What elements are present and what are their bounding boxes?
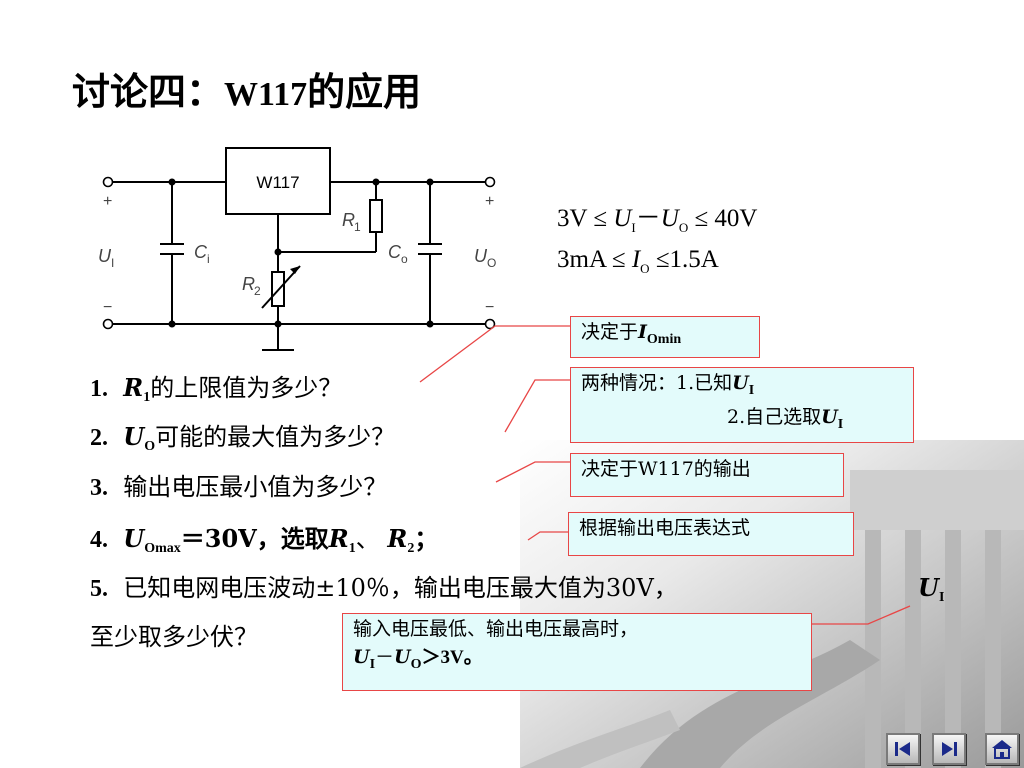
question-5-variable: UI xyxy=(918,573,945,605)
w117-regulator-circuit: W117 + − + − U I U O C i C o R 1 R 2 xyxy=(98,147,496,351)
svg-text:o: o xyxy=(401,252,408,266)
first-page-button[interactable] xyxy=(886,733,920,765)
r1-label: R xyxy=(342,210,355,230)
last-page-button[interactable] xyxy=(932,733,966,765)
question-5: 5. 已知电网电压波动±10％，输出电压最大值为30V， xyxy=(90,574,678,602)
note-min-input: 输入电压最低、输出电压最高时， UI－UO＞3V。 xyxy=(342,613,812,691)
input-minus-terminal xyxy=(102,318,114,330)
current-condition: 3mA ≤ IO ≤1.5A xyxy=(557,246,719,276)
chip-label: W117 xyxy=(256,173,299,192)
input-plus-terminal xyxy=(102,176,114,188)
svg-text:+: + xyxy=(485,193,494,210)
home-icon xyxy=(992,740,1012,759)
output-plus-terminal xyxy=(484,176,496,188)
svg-text:−: − xyxy=(485,299,494,316)
note-r1: 决定于IOmin xyxy=(570,316,760,358)
svg-text:−: − xyxy=(103,299,112,316)
svg-text:1: 1 xyxy=(354,220,361,234)
note-uo: 两种情况：1.已知UI 2.自己选取UI xyxy=(570,367,914,443)
question-4: 4. UOmax＝30V，选取R1、 R2； xyxy=(90,524,439,556)
svg-text:I: I xyxy=(111,256,114,270)
note-min-output: 决定于W117的输出 xyxy=(570,453,844,497)
voltage-condition: 3V ≤ UI－UO ≤ 40V xyxy=(557,205,758,235)
question-5-continued: 至少取多少伏？ xyxy=(90,623,258,651)
output-minus-terminal xyxy=(484,318,496,330)
ci-label: C xyxy=(194,242,208,262)
svg-text:O: O xyxy=(487,256,496,270)
ui-label: U xyxy=(98,246,112,266)
slide-title: 讨论四：W117的应用 xyxy=(72,69,422,114)
co-label: C xyxy=(388,242,402,262)
svg-text:2: 2 xyxy=(254,284,261,298)
svg-text:+: + xyxy=(103,193,112,210)
svg-text:i: i xyxy=(207,252,210,266)
question-2: 2. UO可能的最大值为多少？ xyxy=(90,422,396,454)
question-1: 1. R1的上限值为多少？ xyxy=(90,373,343,405)
note-output-expression: 根据输出电压表达式 xyxy=(568,512,854,556)
question-3: 3. 输出电压最小值为多少？ xyxy=(90,473,388,501)
uo-label: U xyxy=(474,246,488,266)
last-page-icon xyxy=(942,742,957,756)
first-page-icon xyxy=(895,742,910,756)
r2-label: R xyxy=(242,274,255,294)
home-button[interactable] xyxy=(985,733,1019,765)
